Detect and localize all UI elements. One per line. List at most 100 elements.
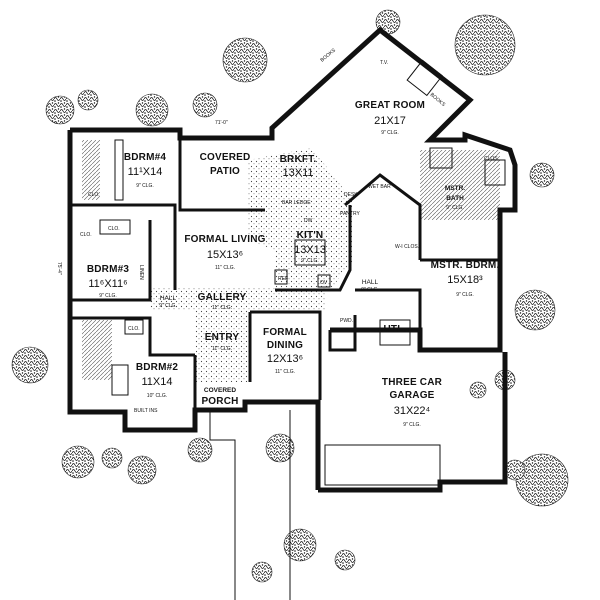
shrub-bottom-walk — [283, 528, 317, 562]
room-bdrm2: BDRM#2 11X14 10" CLG. — [136, 362, 179, 399]
master-bdrm-clg: 9" CLG. — [456, 292, 474, 298]
bath-hatch-1 — [82, 140, 100, 200]
shrub-bottom-walk3 — [334, 549, 356, 571]
room-master-bath: MSTR. BATH 9" CLG. — [445, 185, 465, 211]
bdrm4-clg: 9" CLG. — [136, 183, 154, 189]
entry-tile-floor — [195, 310, 250, 382]
hall-left-clg: 9" CLG. — [159, 303, 177, 309]
label-ov: OV — [320, 280, 328, 286]
wall-bdrm3 — [70, 220, 152, 302]
entry-clg: 11" CLG. — [212, 346, 232, 352]
room-garage: THREE CAR GARAGE 31X22⁴ 9" CLG. — [382, 377, 443, 428]
master-bath-name2: BATH — [446, 195, 464, 202]
shrub-right-low2 — [469, 381, 487, 399]
bdrm2-name: BDRM#2 — [136, 362, 179, 373]
living-size: 15X13⁶ — [207, 249, 243, 261]
dining-clg: 11" CLG. — [275, 369, 295, 375]
label-ref: REF — [278, 276, 288, 282]
interior-walls — [70, 59, 506, 600]
shrub-top-left — [135, 93, 169, 127]
shrub-bottom-mid — [187, 437, 213, 463]
gallery-clg: 11" CLG. — [212, 305, 232, 311]
shrub-right — [529, 162, 555, 188]
wall-bdrm4-south — [70, 203, 177, 290]
wall-dining — [250, 310, 322, 400]
bdrm4-name: BDRM#4 — [124, 152, 167, 163]
hall-left-name: HALL — [160, 295, 177, 302]
tree-top-right — [454, 14, 516, 76]
bdrm4-size: 11¹X14 — [128, 166, 163, 178]
room-covered-porch: COVERED PORCH — [201, 387, 238, 407]
label-tv: T.V. — [380, 60, 388, 66]
oven — [317, 274, 331, 288]
master-bath-clg: 9" CLG. — [446, 205, 464, 211]
bdrm3-size: 11⁶X11⁶ — [88, 278, 127, 290]
bath-tub — [111, 364, 129, 396]
porch-name: COVERED — [204, 387, 236, 394]
wall-pwdr — [328, 315, 357, 352]
room-entry: ENTRY 11" CLG. — [205, 332, 239, 352]
room-utl: UTL. — [383, 324, 406, 335]
label-desk: DESK — [344, 192, 358, 198]
wall-bdrm2 — [70, 316, 195, 357]
shrub-left-top — [45, 95, 75, 125]
label-clos-bdrm4: CLO. — [88, 192, 100, 198]
brkft-size: 13X11 — [283, 167, 314, 179]
label-clos-bdrm3: CLO. — [108, 226, 120, 232]
label-books-left: BOOKS — [319, 47, 337, 63]
label-pwdr: PWD. — [340, 318, 353, 324]
room-covered-patio: COVERED PATIO — [200, 152, 251, 177]
room-formal-living: FORMAL LIVING 15X13⁶ 11" CLG. — [184, 234, 265, 271]
label-clos-bdrm2: CLO. — [128, 326, 140, 332]
wall-north-east — [70, 26, 518, 353]
room-hall-left: HALL 9" CLG. — [159, 295, 177, 309]
closet-bdrm4 — [114, 139, 124, 201]
master-closet — [484, 159, 506, 186]
kitchen-tile-floor — [248, 148, 352, 290]
label-dim-left: 75'-4" — [56, 262, 62, 275]
bdrm3-clg: 9" CLG. — [99, 293, 117, 299]
room-great-room: GREAT ROOM 21X17 9" CLG. — [355, 100, 425, 136]
bdrm2-size: 11X14 — [142, 376, 173, 388]
gallery-name: GALLERY — [198, 292, 247, 303]
wall-garage — [318, 352, 508, 493]
gallery-tile-floor — [150, 288, 325, 310]
shrub-left-top2 — [77, 89, 99, 111]
kitchen-size: 13X13 — [294, 244, 326, 256]
refrigerator — [274, 269, 288, 285]
great-room-size: 21X17 — [374, 115, 406, 127]
garage-name2: GARAGE — [389, 390, 434, 401]
shrub-bottom-right — [504, 459, 526, 481]
label-clos-top-right: CLOS. — [484, 156, 499, 162]
master-tub — [429, 147, 453, 169]
garage-door-area — [324, 444, 441, 486]
label-clos-bath: CLO. — [80, 232, 92, 238]
label-dw: DW — [304, 218, 313, 224]
shrub-bottom-left3 — [127, 455, 157, 485]
shrub-bottom-left — [61, 445, 95, 479]
room-gallery: GALLERY 11" CLG. — [198, 292, 247, 311]
kitchen-island — [294, 239, 326, 266]
shrub-bottom-walk2 — [251, 561, 273, 583]
living-name: FORMAL LIVING — [184, 234, 265, 245]
bdrm2-clg: 10" CLG. — [147, 393, 167, 399]
shrub-top-mid — [192, 92, 218, 118]
closet-bdrm3 — [99, 219, 131, 235]
porch-name2: PORCH — [201, 396, 238, 407]
closet-bdrm2 — [124, 319, 144, 335]
label-dim-top: 71'-0" — [215, 120, 228, 126]
master-bdrm-name: MSTR. BDRM. — [431, 260, 500, 271]
dining-size: 12X13⁶ — [267, 353, 303, 365]
shrub-right-mid — [514, 289, 556, 331]
wall-hall-utl — [355, 288, 422, 330]
landscaping — [11, 9, 569, 583]
bath-hatch-2 — [82, 320, 112, 380]
room-kitchen: KIT'N 13X13 9" CLG. — [294, 230, 326, 264]
label-bar-ledge: BAR LEDGE — [282, 200, 311, 206]
hall-right-clg: 9" CLG. — [361, 287, 379, 293]
tree-bottom-right — [515, 453, 569, 507]
great-room-clg: 9" CLG. — [381, 130, 399, 136]
shrub-bottom-mid2 — [265, 433, 295, 463]
shrub-bottom-left2 — [101, 447, 123, 469]
